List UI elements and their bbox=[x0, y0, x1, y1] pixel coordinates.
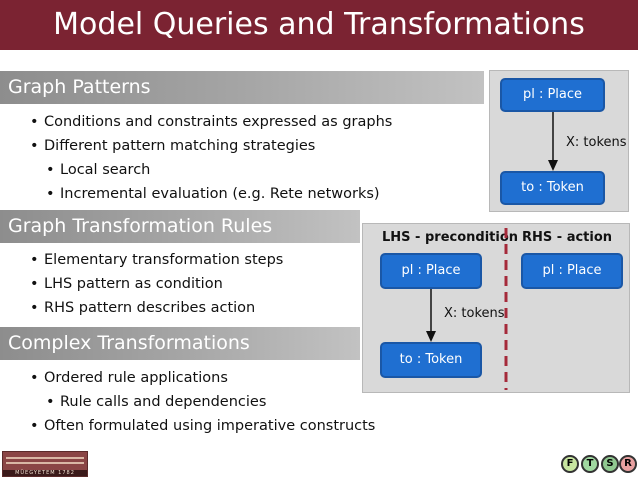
bullet-list-complex-transformations: •Ordered rule applications •Rule calls a… bbox=[0, 366, 375, 438]
pattern-node-place: pl : Place bbox=[500, 78, 605, 112]
pattern-node-token: to : Token bbox=[500, 171, 605, 205]
lhs-header: LHS - precondition bbox=[382, 230, 519, 245]
list-item: •Elementary transformation steps bbox=[0, 248, 283, 272]
pattern-edge-arrow bbox=[548, 112, 558, 171]
lhs-node-token: to : Token bbox=[380, 342, 482, 378]
list-item: •Different pattern matching strategies bbox=[0, 134, 392, 158]
list-item: •Ordered rule applications bbox=[0, 366, 375, 390]
lhs-edge-arrow bbox=[426, 289, 436, 342]
bullet-list-graph-transformation-rules: •Elementary transformation steps •LHS pa… bbox=[0, 248, 283, 320]
bullet-glyph: • bbox=[30, 138, 39, 154]
section-header-graph-patterns: Graph Patterns bbox=[0, 71, 484, 104]
bullet-glyph: • bbox=[30, 300, 39, 316]
bullet-glyph: • bbox=[46, 394, 55, 410]
pattern-diagram-panel: pl : Place X: tokens to : Token bbox=[489, 70, 629, 212]
list-item: •Incremental evaluation (e.g. Rete netwo… bbox=[0, 182, 392, 206]
ftsrg-logo-letter: R bbox=[619, 455, 637, 473]
bullet-list-graph-patterns: •Conditions and constraints expressed as… bbox=[0, 110, 392, 206]
bullet-glyph: • bbox=[30, 276, 39, 292]
rule-diagram-panel: LHS - precondition RHS - action pl : Pla… bbox=[362, 223, 630, 393]
list-item: •RHS pattern describes action bbox=[0, 296, 283, 320]
list-item: •Rule calls and dependencies bbox=[0, 390, 375, 414]
list-item: •LHS pattern as condition bbox=[0, 272, 283, 296]
bullet-glyph: • bbox=[30, 418, 39, 434]
list-item: •Local search bbox=[0, 158, 392, 182]
logo-stripe bbox=[6, 457, 84, 459]
bullet-glyph: • bbox=[30, 252, 39, 268]
lhs-rhs-divider bbox=[504, 228, 508, 390]
rhs-node-place: pl : Place bbox=[521, 253, 623, 289]
lhs-edge-label: X: tokens bbox=[444, 306, 505, 321]
logo-stripe bbox=[6, 462, 84, 464]
section-header-graph-transformation-rules: Graph Transformation Rules bbox=[0, 210, 360, 243]
bullet-glyph: • bbox=[46, 162, 55, 178]
university-logo-caption: MÜEGYETEM 1782 bbox=[3, 470, 87, 476]
bullet-glyph: • bbox=[46, 186, 55, 202]
slide-title: Model Queries and Transformations bbox=[0, 0, 638, 50]
ftsrg-logo-letter: T bbox=[581, 455, 599, 473]
rhs-header: RHS - action bbox=[522, 230, 613, 245]
list-item: •Conditions and constraints expressed as… bbox=[0, 110, 392, 134]
list-item: •Often formulated using imperative const… bbox=[0, 414, 375, 438]
lhs-node-place: pl : Place bbox=[380, 253, 482, 289]
bullet-glyph: • bbox=[30, 114, 39, 130]
pattern-edge-label: X: tokens bbox=[566, 135, 627, 150]
university-logo: MÜEGYETEM 1782 bbox=[2, 451, 88, 477]
ftsrg-logo-letter: F bbox=[561, 455, 579, 473]
bullet-glyph: • bbox=[30, 370, 39, 386]
section-header-complex-transformations: Complex Transformations bbox=[0, 327, 360, 360]
ftsrg-logo-letter: S bbox=[601, 455, 619, 473]
